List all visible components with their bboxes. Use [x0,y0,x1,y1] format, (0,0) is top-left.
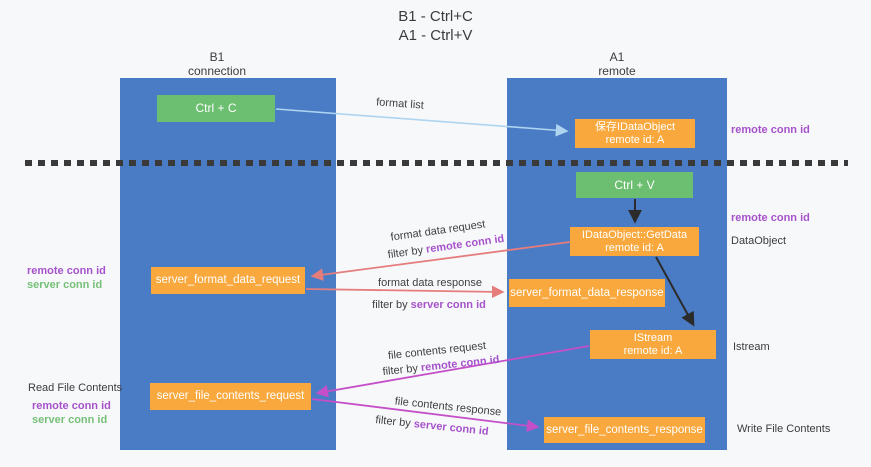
right-annotation-istream: Istream [733,341,770,353]
istream-line2: remote id: A [623,344,683,357]
node-server-format-data-request: server_format_data_request [151,267,305,294]
node-ctrl-c: Ctrl + C [157,95,275,122]
left-annotation-remote-conn-id-file: remote conn id [32,400,111,412]
arrow-file-contents-request [315,345,590,398]
title-line-2: A1 - Ctrl+V [398,27,473,44]
node-server-file-contents-response: server_file_contents_response [544,417,705,443]
diagram-title: B1 - Ctrl+C A1 - Ctrl+V [0,7,871,45]
server-format-data-request-label: server_format_data_request [155,274,301,286]
save-idataobject-line2: remote id: A [605,133,665,146]
left-annotation-server-conn-id-file: server conn id [32,414,108,426]
node-idataobject-getdata: IDataObject::GetData remote id: A [570,227,699,256]
lane-b1-name: B1 [209,50,225,64]
node-ctrl-v: Ctrl + V [576,172,693,198]
right-annotation-remote-conn-id-mid: remote conn id [731,212,810,224]
arrow-format-data-request [310,241,571,281]
title-line-1: B1 - Ctrl+C [398,8,473,25]
arrow-file-contents-response [311,398,540,433]
edge-label-format-response-filter: filter by server conn id [372,299,486,311]
getdata-line2: remote id: A [605,241,664,254]
arrow-format-list [275,108,569,137]
lane-a1-role: remote [598,64,636,78]
lane-a1-name: A1 [609,50,625,64]
node-server-format-data-response: server_format_data_response [509,279,665,307]
left-annotation-server-conn-id-format: server conn id [27,279,103,291]
node-save-idataobject: 保存IDataObject remote id: A [575,119,695,148]
lane-header-a1: A1 remote [517,50,717,78]
ctrl-v-label: Ctrl + V [614,177,655,192]
left-annotation-read-file-contents: Read File Contents [28,382,123,394]
right-annotation-remote-conn-id-top: remote conn id [731,124,810,136]
arrow-getdata-to-istream [655,256,695,327]
right-annotation-dataobject: DataObject [731,235,787,247]
filter-key-server-conn-id: server conn id [410,299,486,311]
server-format-data-response-label: server_format_data_response [510,286,664,299]
istream-line1: IStream [633,331,673,344]
getdata-line1: IDataObject::GetData [581,228,688,241]
node-server-file-contents-request: server_file_contents_request [150,383,311,410]
arrow-format-data-response [305,285,505,299]
right-annotation-write-file-contents: Write File Contents [737,423,831,435]
server-file-contents-response-label: server_file_contents_response [546,423,703,436]
save-idataobject-line1: 保存IDataObject [594,120,676,133]
lane-b1-role: connection [187,64,247,78]
filter-prefix: filter by [372,299,408,311]
node-istream: IStream remote id: A [590,330,716,359]
left-annotation-remote-conn-id-format: remote conn id [27,265,106,277]
lane-header-b1: B1 connection [117,50,317,78]
server-file-contents-request-label: server_file_contents_request [156,390,305,402]
edge-label-format-data-response: format data response [378,277,482,289]
ctrl-c-label: Ctrl + C [195,101,237,115]
